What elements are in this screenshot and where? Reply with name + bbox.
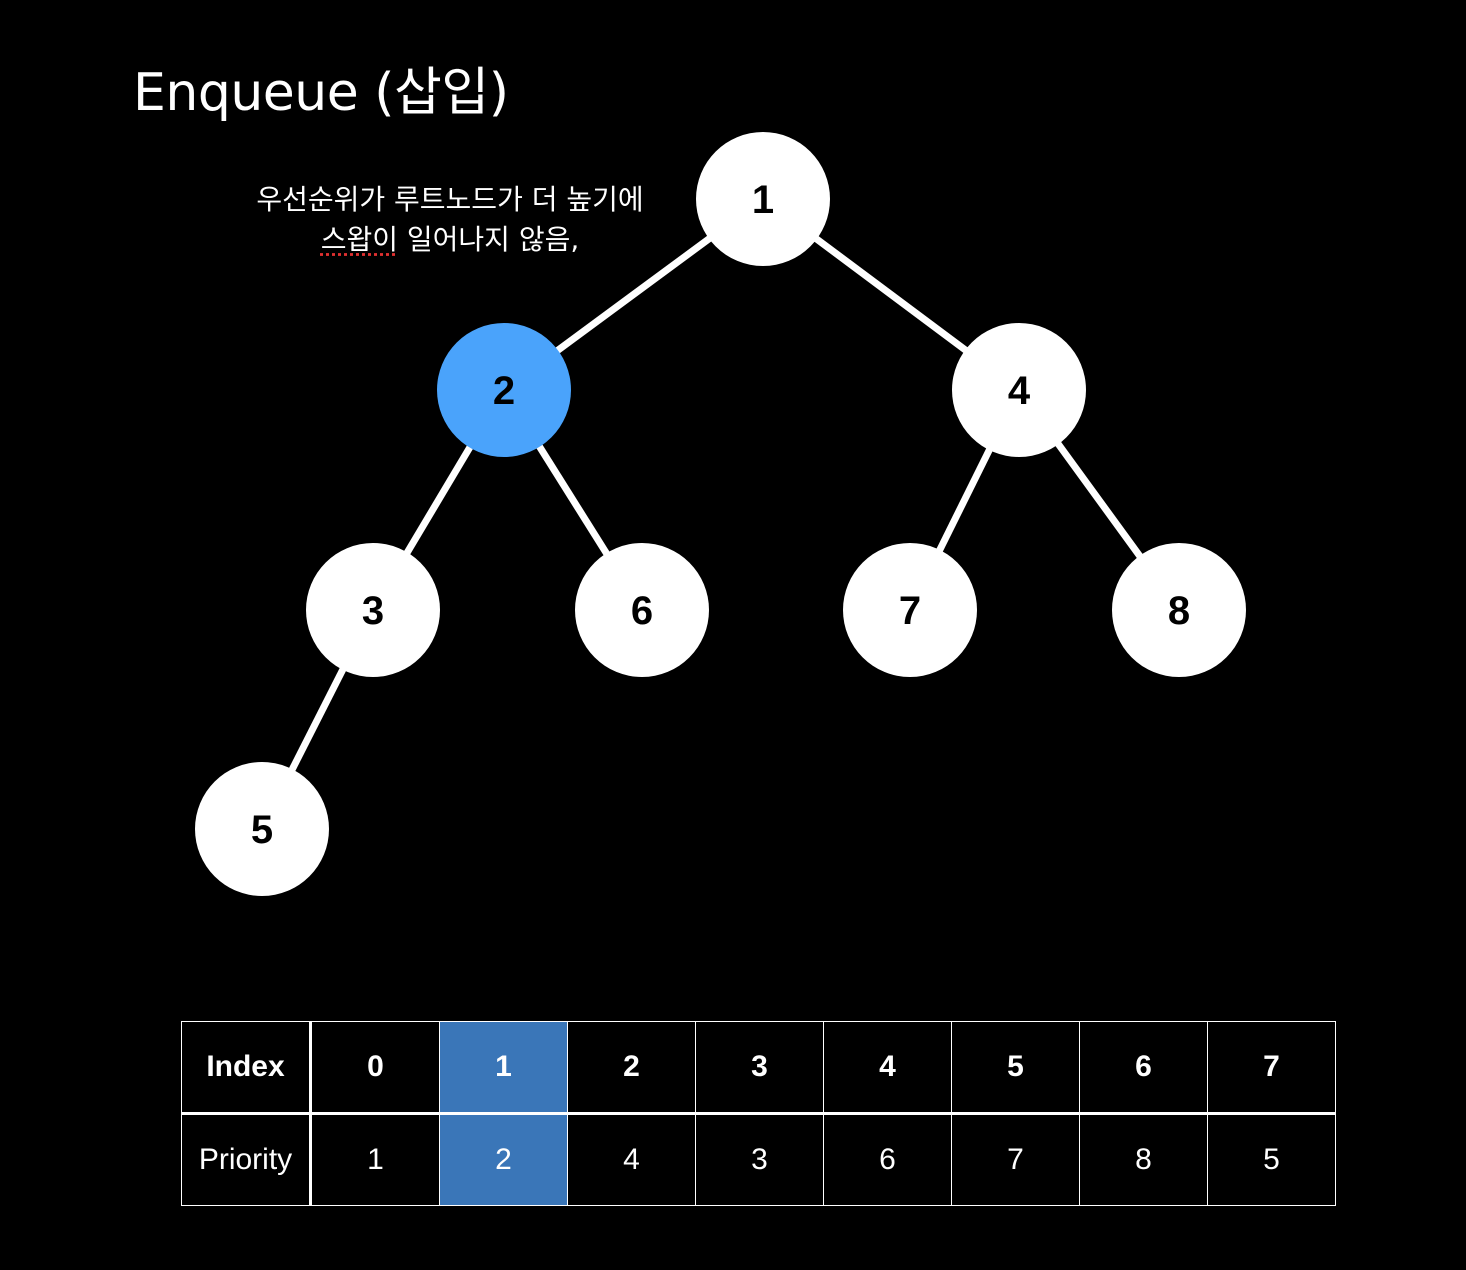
annotation-line-2-rest: 일어나지 않음, (398, 223, 580, 256)
priority-cell: 3 (695, 1113, 824, 1206)
index-cell: 3 (695, 1021, 824, 1115)
tree-node-6: 6 (575, 543, 709, 677)
index-cell: 5 (951, 1021, 1080, 1115)
annotation-line-2: 스왑이 일어나지 않음, (210, 220, 690, 260)
tree-node-circle (437, 323, 571, 457)
heap-array-table: Index 0 1 2 3 4 5 6 7 Priority 1 2 4 3 6… (181, 1021, 1336, 1206)
tree-node-circle (843, 543, 977, 677)
index-cell: 6 (1079, 1021, 1208, 1115)
tree-node-1: 1 (696, 132, 830, 266)
priority-cell: 6 (823, 1113, 952, 1206)
annotation-line-1: 우선순위가 루트노드가 더 높기에 (256, 183, 644, 216)
tree-node-3: 3 (306, 543, 440, 677)
index-cell: 1 (439, 1021, 568, 1115)
tree-node-label: 7 (899, 589, 921, 633)
tree-edges (258, 196, 1182, 831)
index-row: Index 0 1 2 3 4 5 6 7 (181, 1021, 1336, 1115)
tree-node-2: 2 (437, 323, 571, 457)
tree-node-label: 8 (1168, 589, 1190, 633)
tree-node-label: 4 (1008, 369, 1031, 413)
priority-cell: 8 (1079, 1113, 1208, 1206)
tree-node-4: 4 (952, 323, 1086, 457)
priority-header-cell: Priority (181, 1113, 312, 1206)
priority-cell: 7 (951, 1113, 1080, 1206)
tree-node-8: 8 (1112, 543, 1246, 677)
tree-node-7: 7 (843, 543, 977, 677)
index-cell: 4 (823, 1021, 952, 1115)
tree-node-circle (1112, 543, 1246, 677)
tree-node-circle (696, 132, 830, 266)
tree-node-label: 2 (493, 369, 515, 413)
priority-cell: 5 (1207, 1113, 1336, 1206)
heap-tree-diagram: 1 2 4 3 6 7 8 5 (195, 132, 1246, 896)
tree-node-label: 1 (752, 178, 774, 222)
tree-node-label: 3 (362, 589, 384, 633)
tree-node-5: 5 (195, 762, 329, 896)
index-cell: 0 (310, 1021, 440, 1115)
annotation-note: 우선순위가 루트노드가 더 높기에 스왑이 일어나지 않음, (210, 180, 690, 260)
tree-node-label: 6 (631, 589, 653, 633)
tree-nodes: 1 2 4 3 6 7 8 5 (195, 132, 1246, 896)
slide-title: Enqueue (삽입) (133, 63, 509, 123)
tree-node-circle (306, 543, 440, 677)
priority-row: Priority 1 2 4 3 6 7 8 5 (181, 1113, 1336, 1206)
tree-node-circle (952, 323, 1086, 457)
tree-node-label: 5 (251, 808, 273, 852)
index-cell: 2 (567, 1021, 696, 1115)
index-header-cell: Index (181, 1021, 312, 1115)
tree-node-circle (195, 762, 329, 896)
index-cell: 7 (1207, 1021, 1336, 1115)
priority-cell: 1 (310, 1113, 440, 1206)
annotation-underlined-word: 스왑이 (320, 223, 398, 256)
priority-cell: 2 (439, 1113, 568, 1206)
tree-node-circle (575, 543, 709, 677)
priority-cell: 4 (567, 1113, 696, 1206)
